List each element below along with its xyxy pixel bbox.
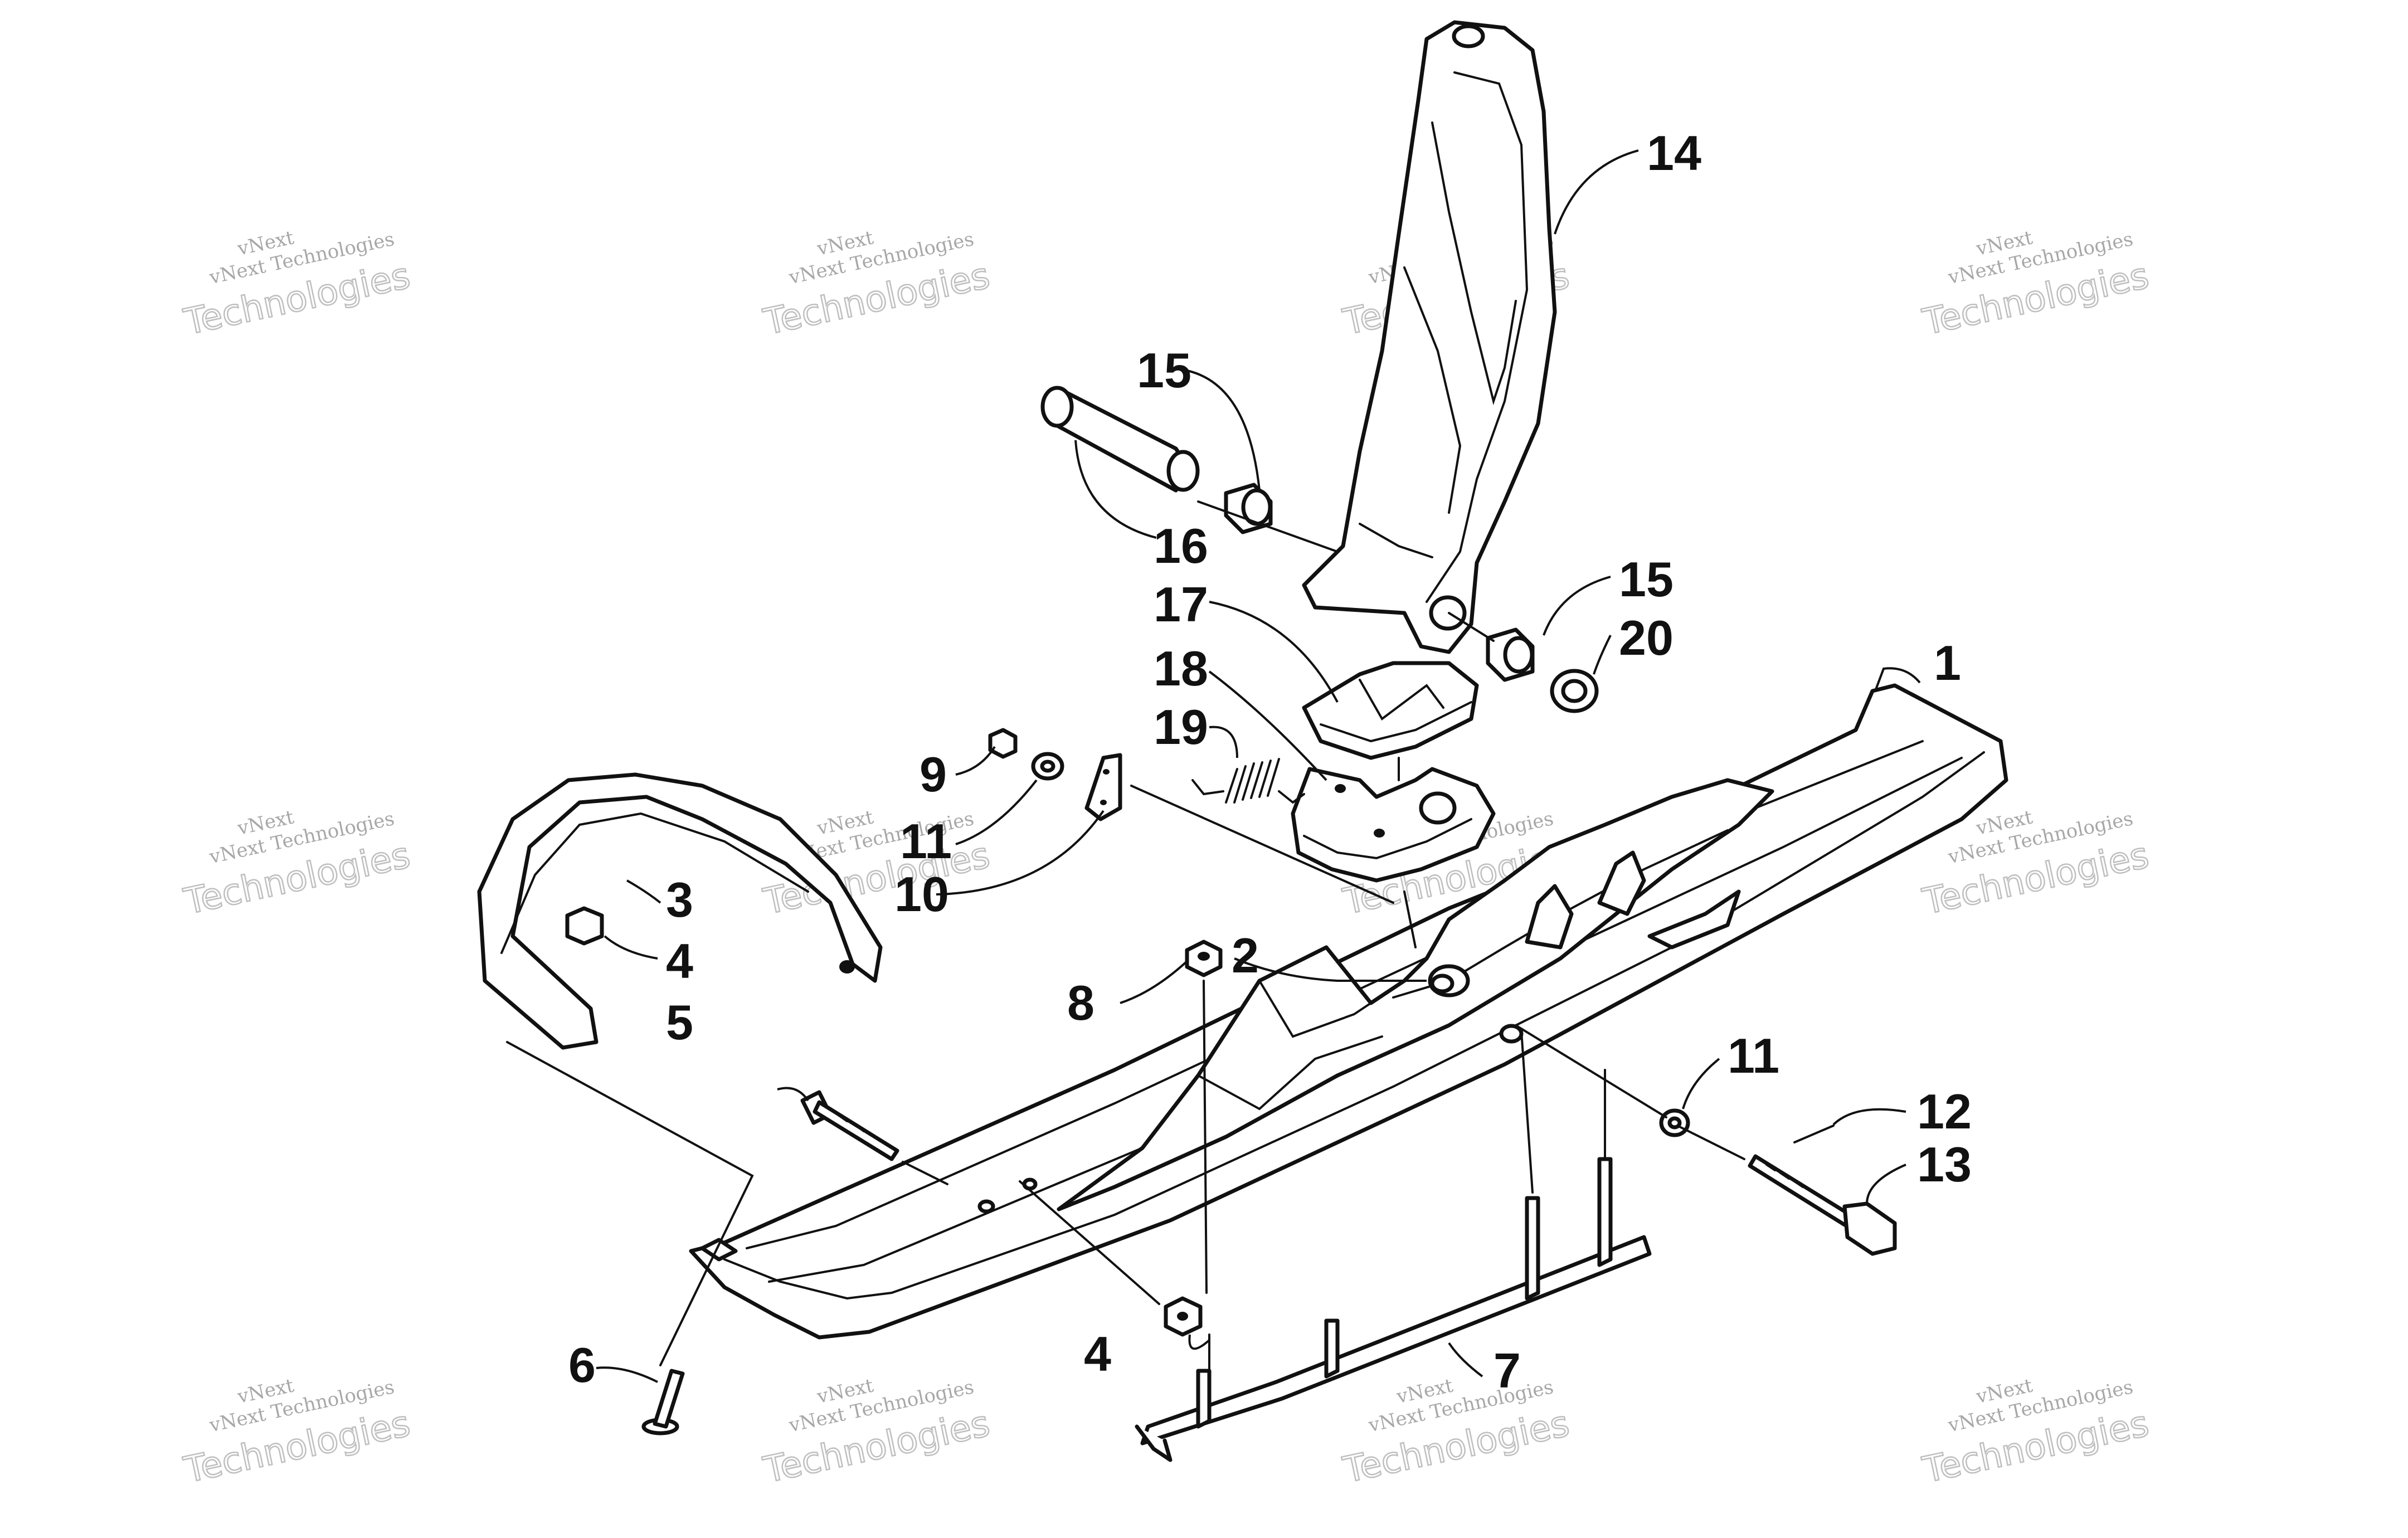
part-6-screw xyxy=(641,1369,685,1435)
part-14-spindle xyxy=(1302,20,1557,654)
callout-17: 17 xyxy=(1154,577,1208,632)
part-3-bumper xyxy=(477,772,883,1050)
part-8-nut xyxy=(1185,940,1223,977)
callout-20: 20 xyxy=(1619,610,1674,665)
callout-11-upper: 11 xyxy=(900,814,952,869)
part-15-bushing-lower xyxy=(1486,627,1535,682)
part-19-spring xyxy=(1191,758,1305,804)
callout-18: 18 xyxy=(1154,641,1208,696)
part-13-long-bolt xyxy=(1748,1154,1897,1256)
part-11-washer-upper xyxy=(1031,752,1064,781)
callout-9: 9 xyxy=(920,747,947,802)
part-15-bushing-upper xyxy=(1224,483,1273,534)
callout-16: 16 xyxy=(1154,518,1208,573)
ski-body xyxy=(689,683,2008,1340)
callout-11-lower: 11 xyxy=(1728,1028,1779,1083)
part-20-washer xyxy=(1550,669,1599,713)
callout-1: 1 xyxy=(1934,635,1961,690)
part-4-nut-upper xyxy=(565,906,604,946)
callout-12: 12 xyxy=(1917,1084,1972,1139)
part-18-saddle xyxy=(1291,767,1496,883)
part-7-runner xyxy=(1135,1157,1652,1462)
callout-2: 2 xyxy=(1232,928,1259,983)
part-12-pin xyxy=(1793,1125,1835,1143)
callout-5: 5 xyxy=(666,995,693,1050)
part-16-tube xyxy=(1040,386,1200,493)
callout-13: 13 xyxy=(1917,1137,1972,1192)
callout-19: 19 xyxy=(1154,699,1208,755)
leader-lines xyxy=(506,149,1921,1383)
callout-labels: 1 2 3 4 5 6 7 8 9 11 10 4 11 12 13 14 15… xyxy=(568,125,1972,1398)
part-10-bracket xyxy=(1084,753,1122,821)
callout-10: 10 xyxy=(894,867,949,922)
callout-7: 7 xyxy=(1494,1343,1521,1398)
part-17-pad xyxy=(1302,661,1479,760)
callout-6: 6 xyxy=(568,1337,596,1393)
part-5-bolt xyxy=(800,1090,899,1161)
callout-8: 8 xyxy=(1067,975,1094,1030)
part-9-nut xyxy=(988,728,1018,759)
part-11-washer-lower xyxy=(1659,1108,1690,1137)
callout-14: 14 xyxy=(1647,125,1701,181)
part-4-nut-lower xyxy=(1164,1296,1203,1337)
callout-15-upper: 15 xyxy=(1137,343,1191,398)
callout-15-lower: 15 xyxy=(1619,552,1674,607)
callout-3: 3 xyxy=(666,872,693,927)
callout-4-lower: 4 xyxy=(1084,1326,1111,1381)
callout-4-upper: 4 xyxy=(666,933,693,989)
part-2-bushing xyxy=(1428,964,1470,997)
